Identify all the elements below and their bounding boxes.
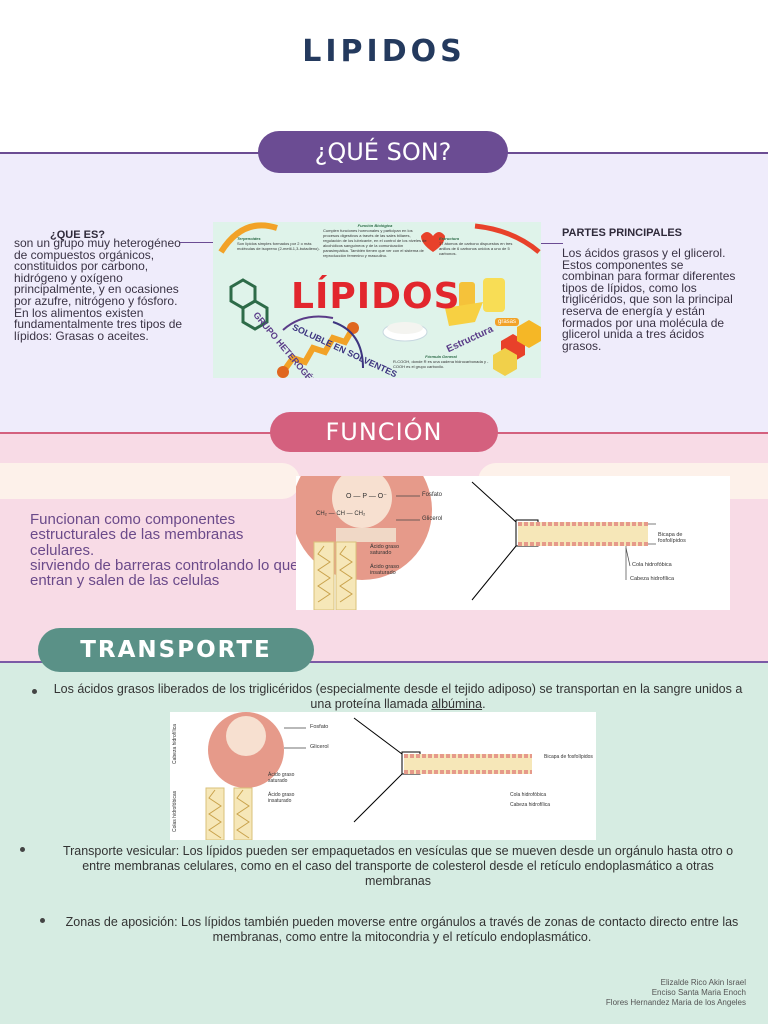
- funcion-bar-left: [0, 463, 300, 499]
- infographic-formula-text: R-COOH, donde R es una cadena hidrocarbo…: [393, 359, 489, 369]
- section-pill-funcion: FUNCIÓN: [270, 412, 498, 452]
- side-label-top: Cabeza hidrofílica: [172, 723, 178, 764]
- infographic-main-word: LÍPIDOS: [291, 276, 461, 317]
- infographic-graphics: [218, 222, 541, 378]
- infographic-col1-text: Son lípidos simples formados por 2 o más…: [237, 241, 320, 251]
- divider-line-right: [496, 152, 768, 154]
- infographic-formula-title: Fórmula General: [425, 354, 457, 359]
- credits: Elizalde Rico Akin Israel Enciso Santa M…: [470, 978, 746, 1008]
- label-cola-2: Cola hidrofóbica: [510, 792, 547, 798]
- label-fosfato-2: Fosfato: [310, 724, 329, 730]
- side-label-bottom: Colas hidrofóbicas: [172, 790, 178, 832]
- label-insaturado: Ácido graso insaturado: [370, 564, 400, 576]
- bullet-1-end: .: [482, 697, 486, 711]
- page-title: LIPIDOS: [302, 34, 466, 69]
- infographic-badge: grasas: [495, 318, 520, 326]
- bottle-icon: [459, 282, 475, 308]
- label-cabeza: Cabeza hidrofílica: [630, 576, 675, 582]
- partes-text: Los ácidos grasos y el glicerol. Estos c…: [562, 246, 736, 353]
- label-glicerol-2: Glicerol: [310, 744, 329, 750]
- chain-icon: [280, 326, 356, 374]
- section-pill-transporte: TRANSPORTE: [38, 628, 314, 672]
- membrane-diagram: O — P — O⁻ CH₂ — CH — CH₂ Fosfato Glicer…: [296, 476, 730, 610]
- divider-line-left: [0, 152, 270, 154]
- infographic-col3: Estructura 17 átomos de carbono dispuest…: [439, 236, 515, 256]
- infographic-col2: Función Biológica Cumplen funciones horm…: [323, 223, 427, 258]
- infographic-col1-title: Terpenoides: [237, 236, 261, 241]
- membrane-diagram-2-svg: [205, 712, 532, 840]
- bullet-dot-2: [20, 847, 25, 852]
- label-saturado-2: Ácido graso saturado: [268, 772, 295, 784]
- bullet-1-text: Los ácidos grasos liberados de los trigl…: [53, 682, 743, 711]
- divider-line-right-2: [490, 432, 768, 434]
- formula-glycerol: CH₂ — CH — CH₂: [316, 511, 366, 517]
- credit-line: Elizalde Rico Akin Israel: [660, 978, 746, 987]
- credit-line: Enciso Santa Maria Enoch: [651, 988, 746, 997]
- membrane-diagram-svg: [296, 476, 656, 610]
- label-cola: Cola hidrofóbica: [632, 562, 672, 568]
- transporte-bullet-1: Los ácidos grasos liberados de los trigl…: [50, 682, 746, 712]
- bilayer: [518, 522, 648, 546]
- bullet-dot-3: [40, 918, 45, 923]
- que-es-heading: ¿QUE ES?: [50, 229, 106, 241]
- formula-phosphate: O — P — O⁻: [346, 493, 387, 500]
- connector-line-left: [180, 242, 214, 243]
- que-es-text: son un grupo muy heterogéneo de compuest…: [14, 236, 183, 343]
- membrane-diagram-2: Cabeza hidrofílica Colas hidrofóbicas Fo…: [170, 712, 596, 840]
- infographic-col2-text: Cumplen funciones hormonales y participa…: [323, 228, 427, 258]
- albumina-link[interactable]: albúmina: [431, 697, 483, 711]
- infographic-col3-title: Estructura: [439, 236, 460, 241]
- connector-line-right: [541, 243, 563, 244]
- label-bicapa-2: Bicapa de fosfolípidos: [544, 754, 593, 760]
- label-insaturado-2: Ácido graso insaturado: [268, 792, 295, 804]
- label-cabeza-2: Cabeza hidrofílica: [510, 802, 551, 808]
- cheese-icon: [445, 302, 483, 326]
- infographic-col3-text: 17 átomos de carbono dispuestos en tres …: [439, 241, 513, 256]
- transporte-bullet-3: Zonas de aposición: Los lípidos también …: [65, 915, 739, 944]
- divider-line-3: [0, 661, 768, 663]
- heart-icon: [421, 232, 445, 252]
- label-saturado: Ácido graso saturado: [370, 544, 400, 556]
- arc-icon: [218, 222, 278, 254]
- section-pill-que-son: ¿QUÉ SON?: [258, 131, 508, 173]
- infographic-formula: Fórmula General R-COOH, donde R es una c…: [393, 354, 489, 369]
- label-glicerol: Glicerol: [422, 516, 443, 522]
- transporte-bullet-2: Transporte vesicular: Los lípidos pueden…: [62, 844, 734, 888]
- bullet-dot-1: [32, 689, 37, 694]
- label-bicapa: Bicapa de fosfolípidos: [658, 532, 686, 544]
- label-fosfato: Fosfato: [422, 492, 443, 498]
- infographic-col1: Terpenoides Son lípidos simples formados…: [237, 236, 321, 251]
- lipidos-infographic: LÍPIDOS GRUPO HETEROGÉNEO SOLUBLE EN SOL…: [213, 222, 541, 378]
- divider-line-left-2: [0, 432, 280, 434]
- credit-line: Flores Hernandez Maria de los Angeles: [605, 998, 746, 1007]
- molecule-icon: [229, 278, 269, 331]
- partes-heading: PARTES PRINCIPALES: [562, 227, 682, 239]
- infographic-col2-title: Función Biológica: [357, 223, 393, 228]
- funcion-text: Funcionan como componentes estructurales…: [30, 511, 299, 590]
